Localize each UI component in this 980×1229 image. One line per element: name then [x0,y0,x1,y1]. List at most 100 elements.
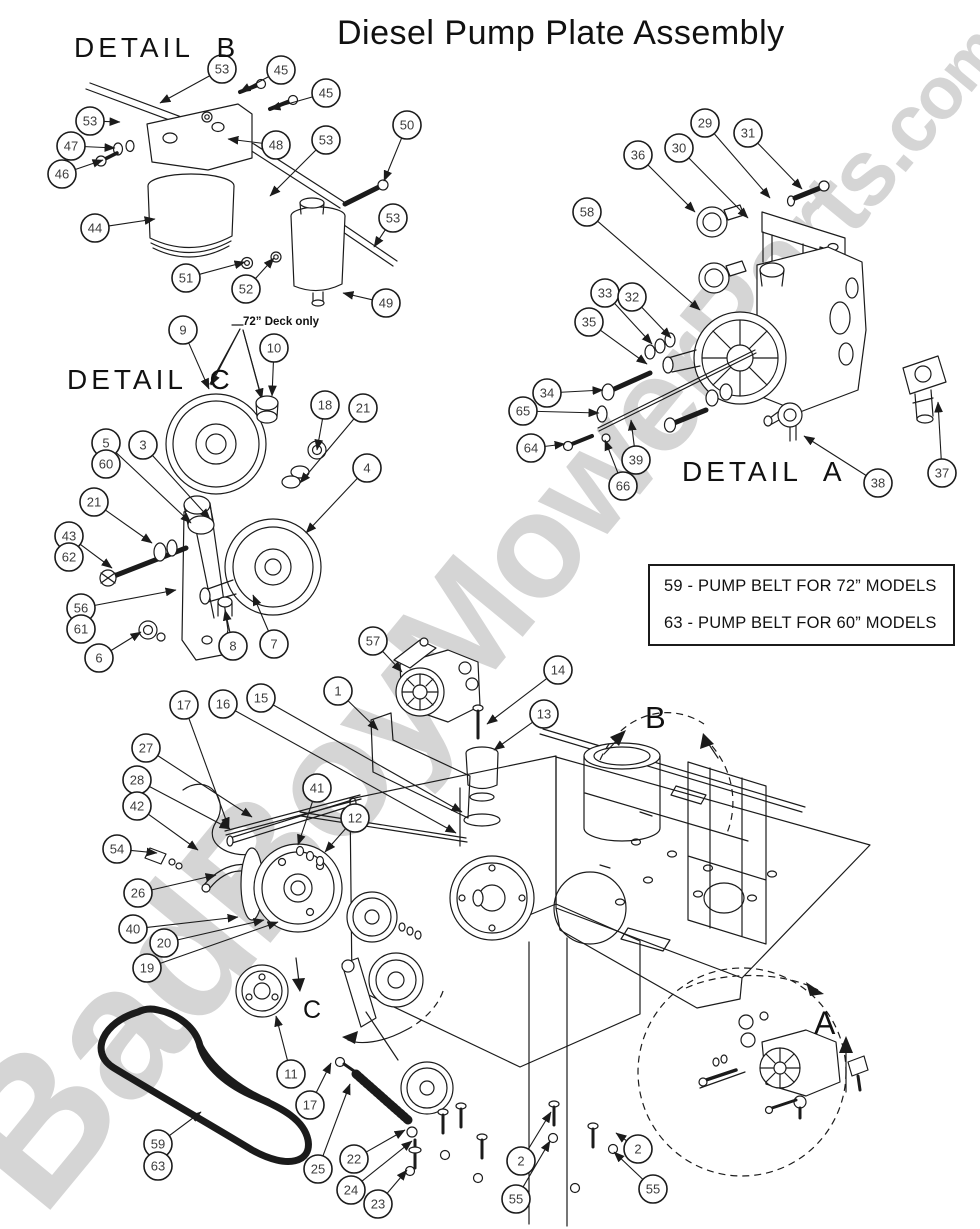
leader-line-28 [149,786,231,830]
callout-balloon-61 [66,614,96,644]
leader-line-53 [373,229,386,248]
leader-line-31 [757,142,803,190]
callout-balloon-15 [246,683,276,713]
callout-number-42: 42 [130,799,144,814]
callout-balloon-36 [623,140,653,170]
callout-number-6: 6 [95,651,102,666]
leader-line-55 [522,1140,551,1188]
callout-balloon-10 [259,333,289,363]
callout-number-40: 40 [126,922,140,937]
leader-line-20 [177,918,265,941]
callout-number-17: 17 [303,1098,317,1113]
callout-balloon-24 [336,1175,366,1205]
leader-line-33 [614,302,653,345]
leader-line-18 [314,418,324,451]
callout-number-51: 51 [179,271,193,286]
callout-balloon-45 [266,55,296,85]
leader-line-64 [544,440,566,450]
callout-balloon-63 [143,1151,173,1181]
callout-balloon-2 [623,1134,653,1164]
leader-line-46 [75,159,104,170]
callout-balloon-11 [276,1059,306,1089]
callout-balloon-53 [75,106,105,136]
callout-number-44: 44 [88,221,102,236]
callout-number-32: 32 [625,290,639,305]
leader-line-59 [168,1111,202,1137]
callout-number-31: 31 [741,126,755,141]
callout-number-39: 39 [629,453,643,468]
callout-balloon-8 [218,631,248,661]
leader-line-50 [383,137,403,182]
leader-line-4 [305,477,358,534]
callout-balloon-42 [122,791,152,821]
leader-line-44 [108,216,156,227]
callout-number-11: 11 [284,1067,298,1082]
callout-number-20: 20 [157,936,171,951]
callout-number-14: 14 [551,663,565,678]
callout-number-53: 53 [386,211,400,226]
leader-line-45 [239,76,269,93]
detail-b-art [85,78,398,307]
leader-line-53 [269,149,317,197]
callout-balloon-49 [371,288,401,318]
view-letter-c: C [303,996,322,1024]
callout-number-65: 65 [516,404,530,419]
callout-number-45: 45 [274,63,288,78]
leader-line-26 [151,873,217,891]
callout-number-50: 50 [400,118,414,133]
callout-number-30: 30 [672,141,686,156]
callout-balloon-30 [664,133,694,163]
callout-balloon-41 [302,773,332,803]
leader-line-22 [365,1129,406,1153]
leader-line-2 [615,1132,628,1143]
callout-number-38: 38 [871,476,885,491]
callout-balloon-38 [863,468,893,498]
callout-number-9: 9 [179,323,186,338]
leader-line-57 [382,650,403,673]
leader-line-42 [148,813,199,851]
callout-number-66: 66 [616,479,630,494]
callout-balloon-22 [339,1144,369,1174]
callout-balloon-58 [572,197,602,227]
leader-line-7 [252,594,269,632]
detail-c-art [99,324,327,661]
leader-line-9 [188,342,210,390]
callout-balloon-44 [80,213,110,243]
leader-line-52 [254,257,275,279]
callout-number-55: 55 [509,1192,523,1207]
callout-balloon-21 [348,393,378,423]
callout-balloon-55 [638,1174,668,1204]
detail-b-label: DETAIL B [74,32,240,63]
callout-number-54: 54 [110,842,124,857]
callout-number-19: 19 [140,961,154,976]
callout-balloon-55 [501,1184,531,1214]
callout-number-4: 4 [363,461,370,476]
callout-number-48: 48 [269,138,283,153]
callout-number-34: 34 [540,386,554,401]
leader-line-16 [234,710,457,834]
callout-balloon-62 [54,542,84,572]
callout-balloon-4 [352,453,382,483]
callout-number-27: 27 [139,741,153,756]
callout-number-29: 29 [698,116,712,131]
leader-line-5 [115,452,192,524]
leader-line-36 [647,164,696,213]
leader-line-34 [560,386,604,395]
leader-line-21 [299,418,355,484]
callout-number-21: 21 [356,401,370,416]
leader-line-25 [322,1083,351,1157]
callout-number-43: 43 [62,529,76,544]
callout-balloon-45 [311,78,341,108]
detail-a-label: DETAIL A [682,456,846,487]
callout-balloon-21 [79,487,109,517]
callout-balloon-34 [532,378,562,408]
leader-line-11 [274,1015,289,1061]
callout-number-21: 21 [87,495,101,510]
callout-balloon-2 [506,1146,536,1176]
callout-number-56: 56 [74,601,88,616]
leader-line-43 [79,543,113,569]
callout-balloon-47 [56,131,86,161]
callout-balloon-52 [231,274,261,304]
